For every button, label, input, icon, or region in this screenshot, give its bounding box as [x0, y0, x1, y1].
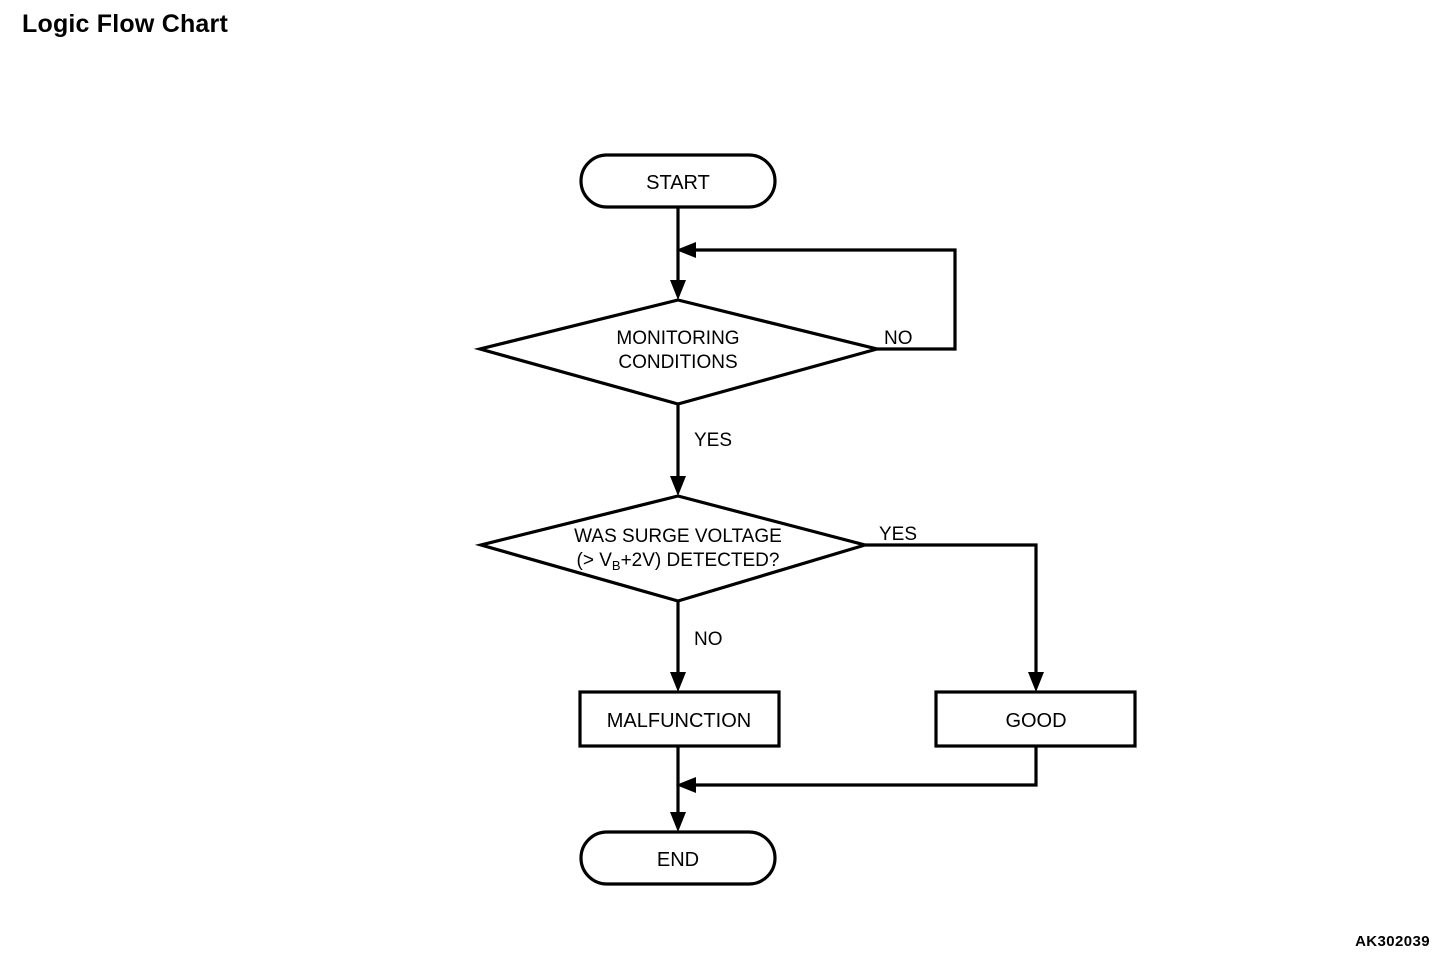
edge-label-monitoring-yes: YES [694, 430, 732, 451]
surge-voltage-shape [474, 494, 871, 603]
edge-label-surge-yes: YES [879, 524, 917, 545]
arrowhead-down-icon [670, 280, 686, 300]
end-shape [579, 830, 777, 886]
edge-monitoring-no-loopback: NO [676, 242, 957, 351]
arrowhead-down-icon [670, 672, 686, 692]
arrowhead-left-icon [676, 242, 696, 258]
end-label: END [657, 849, 699, 871]
edge-monitoring-yes-to-surge: YES [670, 404, 732, 496]
surge-voltage-subscript: B [612, 558, 621, 573]
monitoring-conditions-label-line1: MONITORING [616, 328, 739, 349]
edge-label-monitoring-no: NO [884, 328, 913, 349]
edge-start-to-monitoring [670, 207, 686, 300]
surge-voltage-label-line2: (> VB+2V) DETECTED? [577, 550, 780, 573]
edge-good-to-end [676, 746, 1038, 793]
edge-malfunction-to-end [670, 746, 686, 832]
arrowhead-down-icon [670, 812, 686, 832]
node-surge-voltage-question: WAS SURGE VOLTAGE (> VB+2V) DETECTED? [474, 494, 871, 603]
arrowhead-left-icon [676, 777, 696, 793]
image-code-label: AK302039 [1355, 933, 1430, 950]
edge-surge-yes-to-good: YES [865, 524, 1044, 692]
monitoring-conditions-label-line2: CONDITIONS [618, 352, 737, 373]
start-label: START [646, 172, 710, 194]
edge-label-surge-no: NO [694, 629, 723, 650]
node-end: END [579, 830, 777, 886]
surge-voltage-label-line1: WAS SURGE VOLTAGE [574, 526, 782, 547]
page-title: Logic Flow Chart [22, 10, 228, 38]
node-malfunction: MALFUNCTION [578, 690, 781, 748]
node-start: START [579, 153, 777, 209]
malfunction-label: MALFUNCTION [607, 710, 751, 732]
edge-surge-no-to-malfunction: NO [670, 601, 723, 692]
node-good: GOOD [934, 690, 1137, 748]
malfunction-shape [578, 690, 781, 748]
surge-voltage-suffix: +2V) DETECTED? [621, 550, 780, 571]
arrowhead-down-icon [1028, 672, 1044, 692]
arrowhead-down-icon [670, 476, 686, 496]
good-label: GOOD [1005, 710, 1066, 732]
node-monitoring-conditions: MONITORING CONDITIONS [473, 298, 884, 406]
surge-voltage-prefix: (> V [577, 550, 613, 571]
